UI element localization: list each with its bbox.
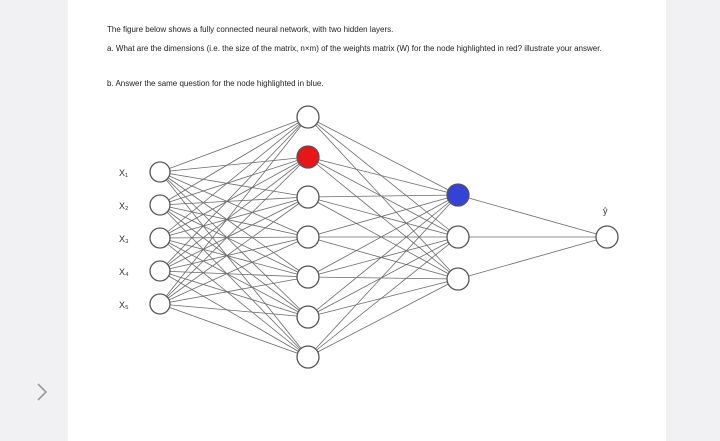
- output-label: ŷ: [603, 206, 608, 216]
- node-labels: X₁ X₂ X₃ X₄ X₅ ŷ: [119, 168, 608, 310]
- edge-l1-1-to-0: [307, 156, 459, 196]
- edge-l1-5-to-2: [307, 278, 459, 318]
- connection-lines: [159, 116, 608, 358]
- edge-l1-5-to-1: [307, 236, 459, 318]
- edge-l0-1-to-4: [159, 204, 309, 278]
- edge-l0-1-to-1: [159, 156, 309, 206]
- edge-l0-2-to-1: [159, 156, 309, 239]
- input-node-2: [149, 194, 171, 216]
- edge-l0-2-to-4: [159, 237, 309, 278]
- edge-l1-6-to-0: [307, 194, 459, 358]
- edge-l0-1-to-2: [159, 196, 309, 206]
- input-label-2: X₂: [119, 201, 129, 211]
- edge-l0-0-to-4: [159, 171, 309, 278]
- hidden2-node-2: [446, 225, 470, 249]
- edge-l0-4-to-3: [159, 236, 309, 305]
- input-node-3: [149, 227, 171, 249]
- edge-l1-3-to-0: [307, 194, 459, 238]
- edge-l0-3-to-4: [159, 270, 309, 278]
- input-node-1: [149, 161, 171, 183]
- edge-l1-0-to-0: [307, 116, 459, 196]
- hidden1-node-3: [296, 185, 320, 209]
- hidden2-node-3: [446, 267, 470, 291]
- edge-l1-2-to-0: [307, 194, 459, 198]
- edge-l1-2-to-2: [307, 196, 459, 280]
- edge-l0-4-to-0: [159, 116, 309, 305]
- hidden1-node-7: [296, 345, 320, 369]
- edge-l0-3-to-0: [159, 116, 309, 272]
- question-b: b. Answer the same question for the node…: [107, 79, 324, 88]
- blue-highlighted-node: [446, 183, 470, 207]
- input-node-5: [149, 293, 171, 315]
- edge-l0-2-to-3: [159, 236, 309, 239]
- question-a: a. What are the dimensions (i.e. the siz…: [107, 44, 602, 53]
- input-label-3: X₃: [119, 234, 129, 244]
- edge-l0-4-to-5: [159, 303, 309, 318]
- edge-l2-0-to-0: [457, 194, 608, 238]
- edge-l0-3-to-3: [159, 236, 309, 272]
- edge-l0-3-to-2: [159, 196, 309, 272]
- edge-l0-2-to-5: [159, 237, 309, 318]
- edge-l0-2-to-0: [159, 116, 309, 239]
- output-node-1: [595, 225, 619, 249]
- edge-l2-2-to-0: [457, 236, 608, 280]
- red-highlighted-node: [296, 145, 320, 169]
- edge-l1-6-to-2: [307, 278, 459, 358]
- input-label-5: X₅: [119, 300, 129, 310]
- edge-l0-4-to-1: [159, 156, 309, 305]
- edge-l0-1-to-5: [159, 204, 309, 318]
- edge-l1-1-to-2: [307, 156, 459, 280]
- edge-l0-3-to-5: [159, 270, 309, 318]
- edge-l0-4-to-6: [159, 303, 309, 358]
- edge-l0-1-to-6: [159, 204, 309, 358]
- input-label-1: X₁: [119, 168, 128, 178]
- edge-l0-3-to-6: [159, 270, 309, 358]
- input-label-4: X₄: [119, 267, 129, 277]
- intro-text: The figure below shows a fully connected…: [107, 25, 394, 34]
- edge-l0-0-to-0: [159, 116, 309, 173]
- edge-l0-1-to-0: [159, 116, 309, 206]
- edge-l1-5-to-0: [307, 194, 459, 318]
- edge-l0-0-to-3: [159, 171, 309, 238]
- edge-l0-4-to-2: [159, 196, 309, 305]
- edge-l1-4-to-2: [307, 276, 459, 280]
- edge-l0-4-to-4: [159, 276, 309, 305]
- edge-l1-3-to-2: [307, 236, 459, 280]
- edge-l1-1-to-1: [307, 156, 459, 238]
- edge-l0-0-to-2: [159, 171, 309, 198]
- hidden1-node-4: [296, 225, 320, 249]
- edge-l0-2-to-6: [159, 237, 309, 358]
- network-nodes: [149, 105, 619, 369]
- edge-l0-0-to-6: [159, 171, 309, 358]
- chevron-right-icon[interactable]: [34, 380, 50, 404]
- edge-l0-1-to-3: [159, 204, 309, 238]
- edge-l1-4-to-0: [307, 194, 459, 278]
- input-node-4: [149, 260, 171, 282]
- edge-l1-4-to-1: [307, 236, 459, 278]
- edge-l1-0-to-2: [307, 116, 459, 280]
- edge-l1-6-to-1: [307, 236, 459, 358]
- edge-l0-3-to-1: [159, 156, 309, 272]
- hidden1-node-5: [296, 265, 320, 289]
- edge-l1-0-to-1: [307, 116, 459, 238]
- hidden1-node-1: [296, 105, 320, 129]
- edge-l0-0-to-5: [159, 171, 309, 318]
- edge-l0-2-to-2: [159, 196, 309, 239]
- edge-l0-0-to-1: [159, 156, 309, 173]
- hidden1-node-6: [296, 305, 320, 329]
- edge-l1-2-to-1: [307, 196, 459, 238]
